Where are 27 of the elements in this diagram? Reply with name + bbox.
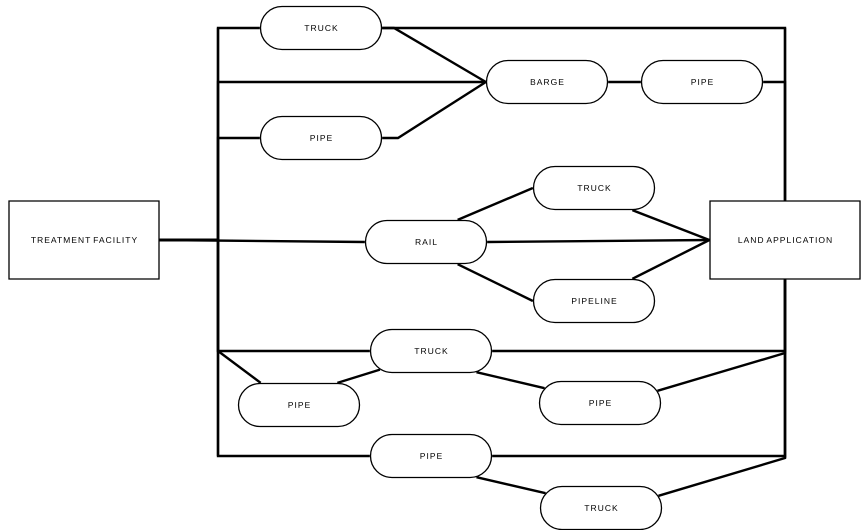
connector-line xyxy=(382,80,486,140)
connector-line xyxy=(337,368,380,384)
process-box: LAND APPLICATION xyxy=(709,200,861,280)
connector-line xyxy=(476,371,545,390)
connector-line xyxy=(632,238,710,280)
transport-pill: TRUCK xyxy=(260,6,382,50)
transport-pill: PIPE xyxy=(640,60,764,104)
transport-pill: PIPELINE xyxy=(532,278,656,324)
transport-pill: PIPE xyxy=(538,380,662,426)
transport-pill: RAIL xyxy=(364,220,488,264)
transport-pill: PIPE xyxy=(238,382,360,428)
connector-line xyxy=(457,186,534,221)
connector-line xyxy=(763,80,786,200)
transport-pill: TRUCK xyxy=(540,486,662,530)
connector-line xyxy=(608,80,641,84)
connector-line xyxy=(658,280,786,497)
connector-line xyxy=(476,476,546,494)
transport-pill: PIPE xyxy=(260,116,382,160)
transport-pill: BARGE xyxy=(486,60,608,104)
connector-line xyxy=(160,238,370,458)
process-box: TREATMENT FACILITY xyxy=(8,200,160,280)
connector-line xyxy=(382,26,486,84)
transport-pill: TRUCK xyxy=(532,166,656,210)
transport-pill: TRUCK xyxy=(370,328,492,374)
connector-line xyxy=(632,209,710,242)
transport-pill: PIPE xyxy=(370,434,492,478)
connector-line xyxy=(457,263,534,302)
